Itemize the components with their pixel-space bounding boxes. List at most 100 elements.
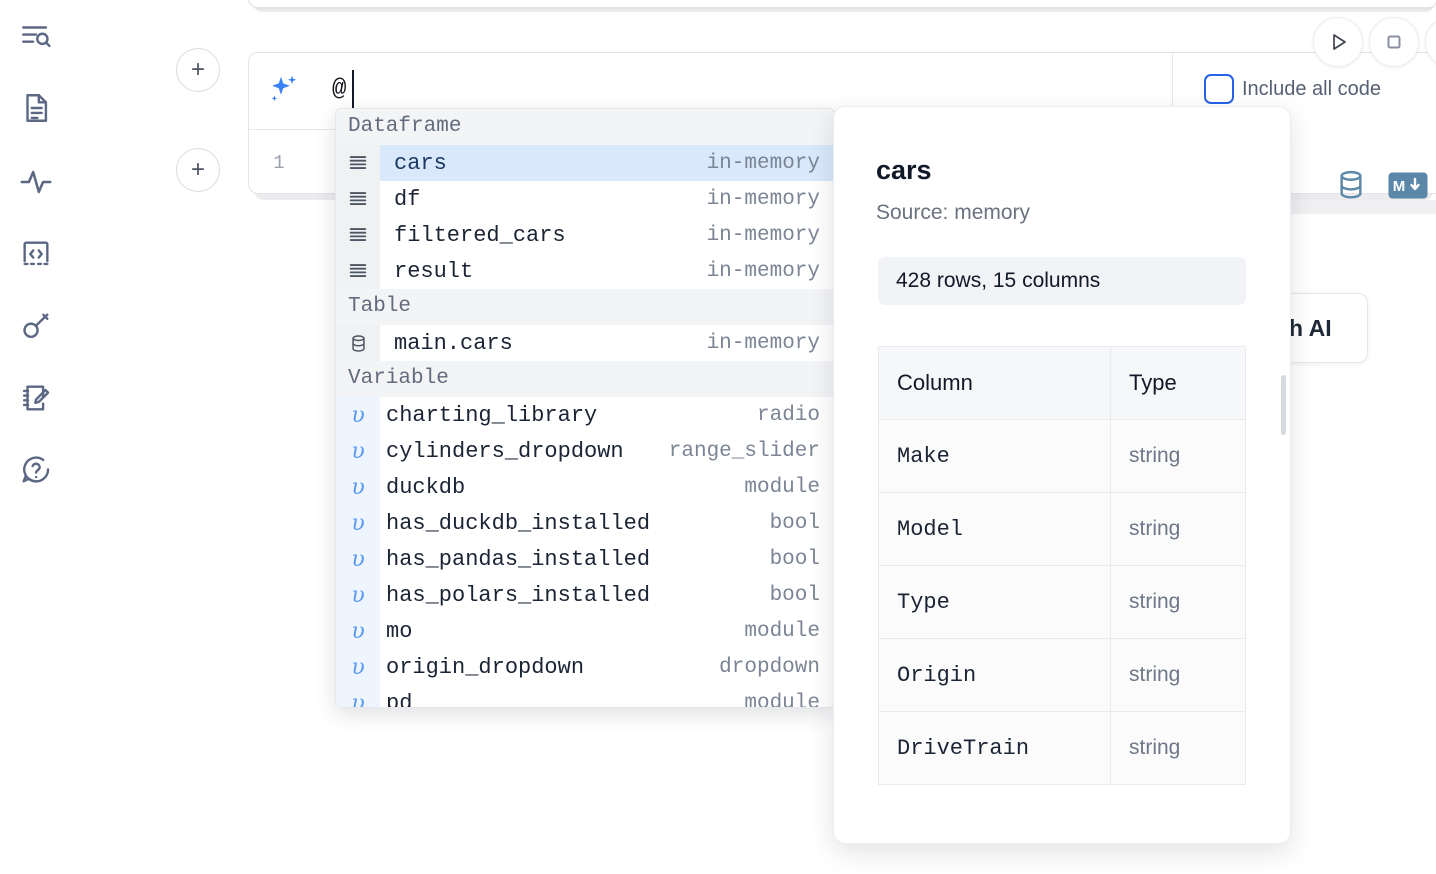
ai-prompt-input[interactable]: @ [332,76,347,103]
left-icon-rail [0,0,70,874]
code-line-number: 1 [273,152,285,174]
dataframe-preview-panel: cars Source: memory 428 rows, 15 columns… [833,106,1291,844]
autocomplete-item[interactable]: main.cars in-memory [336,325,834,361]
column-header-column: Column [878,346,1111,420]
variable-icon: υ [336,649,380,685]
add-cell-above-button[interactable]: + [176,48,220,92]
autocomplete-item-meta: bool [769,583,820,607]
autocomplete-item[interactable]: cars in-memory [336,145,834,181]
variable-icon: υ [336,685,380,707]
autocomplete-item-name: filtered_cars [394,222,566,248]
dataframe-icon [336,145,380,181]
dataframe-icon [336,217,380,253]
variable-icon: υ [336,613,380,649]
autocomplete-item-name: df [394,186,421,212]
autocomplete-item-meta: module [744,691,820,708]
autocomplete-item-meta: in-memory [706,223,820,247]
autocomplete-group-table: Table [336,289,834,325]
text-caret [352,70,354,110]
autocomplete-item-meta: in-memory [706,151,820,175]
preview-scrollbar[interactable] [1281,375,1286,435]
run-button[interactable] [1313,17,1363,67]
snippets-code-icon[interactable] [14,232,58,276]
variable-icon: υ [336,397,380,433]
schema-column-name: Type [878,565,1111,639]
autocomplete-item[interactable]: df in-memory [336,181,834,217]
schema-column-type: string [1110,638,1246,712]
autocomplete-item-name: has_pandas_installed [386,546,651,572]
autocomplete-item-meta: radio [756,403,820,427]
activity-icon[interactable] [14,160,58,204]
table-header-row: Column Type [878,346,1246,420]
preview-shape-badge: 428 rows, 15 columns [878,257,1246,305]
stop-button[interactable] [1369,17,1419,67]
autocomplete-item-name: has_polars_installed [386,582,651,608]
autocomplete-item-name: charting_library [386,402,598,428]
secrets-key-icon[interactable] [14,304,58,348]
autocomplete-item-name: has_duckdb_installed [386,510,651,536]
autocomplete-item-name: mo [386,618,413,644]
autocomplete-item-name: duckdb [386,474,466,500]
autocomplete-item-name: main.cars [394,330,513,356]
column-header-type: Type [1110,346,1246,420]
file-explorer-icon[interactable] [14,86,58,130]
schema-column-type: string [1110,419,1246,493]
markdown-icon[interactable]: M [1388,172,1428,204]
autocomplete-item-meta: module [744,475,820,499]
autocomplete-item-name: pd [386,690,413,708]
include-all-code-checkbox[interactable] [1204,74,1234,104]
preview-source: Source: memory [876,201,1031,224]
variable-icon: υ [336,541,380,577]
autocomplete-item-meta: bool [769,547,820,571]
sparkle-icon [266,72,302,108]
svg-text:M: M [1393,178,1406,195]
autocomplete-item[interactable]: filtered_cars in-memory [336,217,834,253]
autocomplete-group-variable: Variable [336,361,834,397]
autocomplete-item-name: cars [394,150,447,176]
include-all-code-label: Include all code [1242,78,1381,100]
cell-shadow-above [254,4,1434,12]
autocomplete-item-meta: in-memory [706,187,820,211]
autocomplete-item-meta: dropdown [719,655,820,679]
scratchpad-icon[interactable] [14,376,58,420]
schema-column-type: string [1110,711,1246,785]
autocomplete-item-name: origin_dropdown [386,654,585,680]
autocomplete-item-meta: module [744,619,820,643]
schema-column-name: Model [878,492,1111,566]
schema-column-name: Origin [878,638,1111,712]
schema-column-type: string [1110,565,1246,639]
schema-column-type: string [1110,492,1246,566]
schema-column-name: Make [878,419,1111,493]
add-cell-below-button[interactable]: + [176,148,220,192]
autocomplete-item-meta: range_slider [668,439,820,463]
dataframe-icon [336,181,380,217]
notebook-outline-icon[interactable] [14,14,58,58]
generate-with-ai-label: h AI [1289,314,1332,341]
variable-icon: υ [336,469,380,505]
help-icon[interactable] [14,448,58,492]
notebook-cell-above[interactable] [248,0,1436,8]
autocomplete-item-meta: bool [769,511,820,535]
database-icon[interactable] [1334,168,1368,207]
autocomplete-item-meta: in-memory [706,331,820,355]
autocomplete-item-meta: in-memory [706,259,820,283]
autocomplete-item-name: cylinders_dropdown [386,438,624,464]
